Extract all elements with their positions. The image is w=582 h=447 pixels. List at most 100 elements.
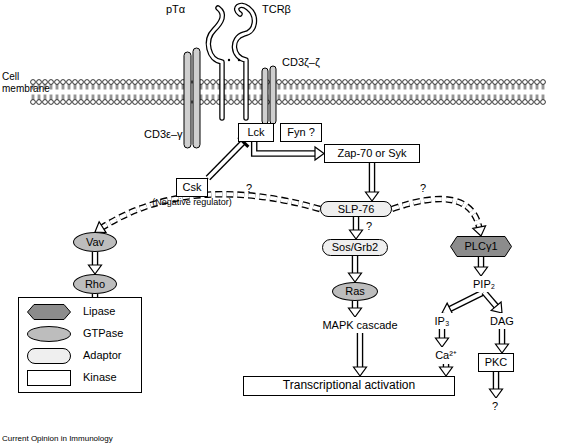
cd3-zeta-zeta (262, 66, 276, 124)
node-label: Lck (247, 126, 264, 138)
node-label: MAPK cascade (322, 319, 397, 331)
molecule-text: PIP₂ (468, 276, 500, 292)
pre-ta-chain (208, 8, 222, 118)
arrow-outline (102, 194, 320, 227)
legend-row: Lipase (19, 303, 141, 321)
edge-label: ? (420, 182, 426, 195)
arrow-head (349, 308, 362, 317)
node-note: (Negative regulator) (152, 198, 232, 208)
kinase-box: Csk(Negative regulator) (176, 178, 208, 197)
arrow-head (475, 267, 488, 276)
arrow-fill (370, 163, 374, 193)
arrow-head (315, 147, 324, 160)
signal-arrow (484, 292, 502, 313)
arrow-outline (449, 292, 484, 309)
edge-label: ? (246, 182, 252, 195)
chain-label: CD3ε–γ (144, 128, 183, 141)
arrow-head (349, 273, 362, 282)
signal-arrow (354, 333, 367, 376)
chain-label: CD3ζ–ζ (282, 56, 320, 69)
legend-box: LipaseGTPaseAdaptorKinase (18, 297, 142, 393)
signal-arrow (496, 329, 509, 353)
legend-text: Kinase (83, 371, 117, 383)
arrow-fill (353, 256, 357, 274)
arrow-outline (254, 142, 316, 154)
node-label: PIP₂ (473, 278, 495, 290)
arrow-outline (392, 199, 479, 228)
outcome-box: Transcriptional activation (243, 376, 455, 396)
arrow-fill (358, 333, 362, 368)
edge-label: ? (366, 220, 372, 233)
arrow-fill (93, 252, 97, 266)
arrow-fill (479, 257, 483, 268)
node-label: Rho (85, 278, 105, 290)
legend-swatch (27, 370, 71, 386)
arrow-fill (354, 217, 358, 231)
arrow-outline (478, 257, 485, 268)
adaptor-pill: SLP-76 (320, 201, 392, 217)
arrow-head (89, 265, 102, 274)
signal-arrow (254, 142, 324, 160)
molecule-text: DAG (486, 313, 518, 329)
arrow-head (440, 367, 453, 376)
adaptor-pill: Sos/Grb2 (322, 239, 388, 256)
arrow-outline (369, 163, 376, 193)
arrow-head (436, 338, 449, 347)
node-label: SLP-76 (338, 203, 375, 215)
signal-arrow (349, 256, 362, 282)
arrow-fill (449, 292, 484, 309)
node-label: Vav (86, 236, 104, 248)
legend-text: Lipase (83, 305, 115, 317)
node-label: DAG (490, 315, 514, 327)
node-label: ? (492, 400, 498, 412)
legend-row: Kinase (19, 369, 141, 387)
kinase-box: Lck (238, 123, 274, 142)
node-label: Csk (183, 181, 202, 193)
lipase-shape: PLCγ1 (450, 236, 512, 257)
legend-swatch (27, 348, 71, 364)
arrow-outline (208, 142, 243, 178)
arrow-outline (484, 292, 497, 307)
structure-label: Cell membrane (2, 71, 58, 94)
signal-arrow (89, 252, 102, 274)
node-label: Sos/Grb2 (332, 241, 378, 253)
kinase-box: PKC (478, 353, 514, 372)
signal-arrow (350, 217, 363, 239)
legend-row: GTPase (19, 325, 141, 343)
arrow-head (491, 302, 502, 313)
pathway-text: MAPK cascade (312, 317, 408, 333)
gtpase-ellipse: Rho (73, 274, 117, 294)
signal-arrow (436, 329, 449, 347)
arrow-fill (500, 329, 504, 345)
node-label: Transcriptional activation (283, 379, 415, 392)
arrow-outline (92, 252, 99, 266)
node-label: PKC (485, 356, 508, 368)
node-label: Ras (345, 285, 365, 297)
ion-text: Ca²⁺ (430, 347, 462, 364)
signal-arrow (208, 137, 248, 178)
unknown-mark: ? (487, 398, 503, 414)
legend-text: Adaptor (83, 349, 122, 361)
signal-arrow (442, 292, 484, 315)
arrow-head (473, 226, 486, 236)
signal-arrow (392, 199, 486, 236)
molecule-text: IP₃ (428, 313, 456, 329)
cd3-epsilon-gamma (184, 48, 200, 148)
legend-row: Adaptor (19, 347, 141, 365)
arrow-fill (254, 142, 316, 154)
signal-arrow (349, 301, 362, 317)
node-label: Zap-70 or Syk (337, 147, 406, 159)
node-label: PLCγ1 (464, 240, 497, 252)
legend-text: GTPase (83, 327, 123, 339)
caption: Current Opinion in Immunology (2, 434, 113, 443)
arrow-outline (353, 217, 360, 231)
signal-arrow (440, 364, 453, 376)
chain-label: pTα (166, 3, 185, 16)
gtpase-ellipse: Ras (332, 282, 378, 301)
node-label: IP₃ (435, 315, 450, 327)
gtpase-ellipse: Vav (73, 232, 117, 252)
arrow-head (350, 230, 363, 239)
disulfide-bond (228, 59, 240, 61)
arrow-fill (208, 142, 243, 178)
arrow-outline (352, 256, 359, 274)
